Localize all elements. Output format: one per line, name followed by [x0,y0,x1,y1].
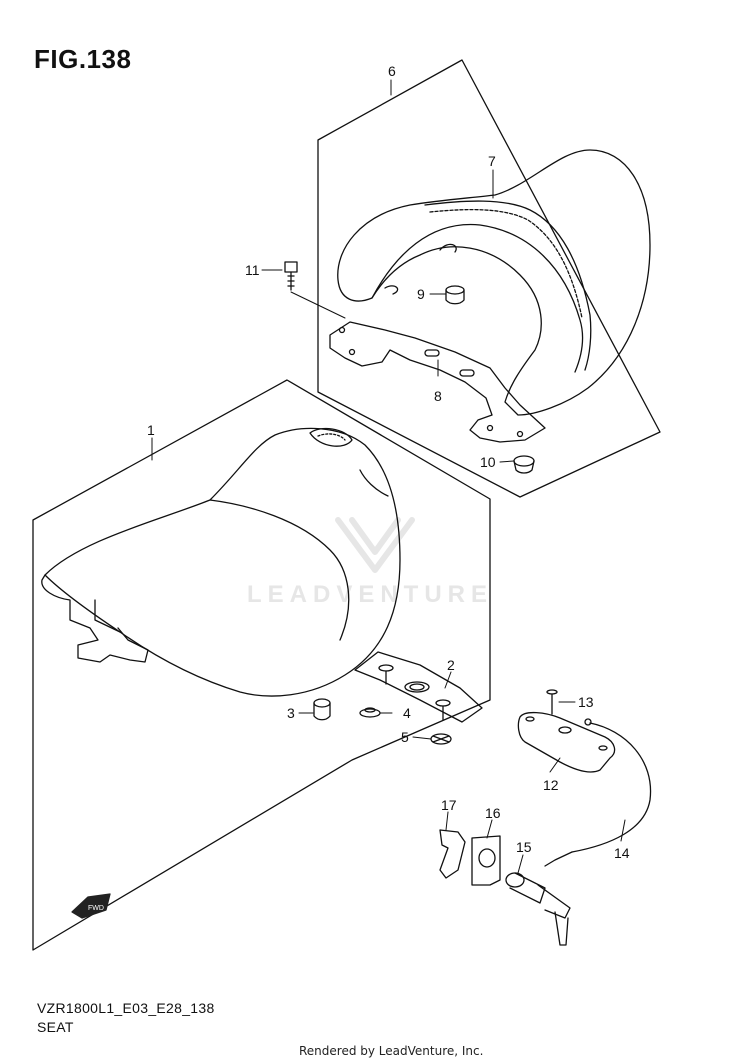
rear-seat-box [317,59,661,498]
front-seat-box [32,379,491,951]
callout-8: 8 [434,388,442,404]
callout-5: 5 [401,729,409,745]
watermark-text: LEADVENTURE [247,581,494,608]
callout-16: 16 [485,805,501,821]
callout-17: 17 [441,797,457,813]
fwd-label: FWD [88,905,104,912]
nut-4 [359,707,381,718]
front-seat [41,427,401,697]
watermark-logo [335,517,415,573]
leader-lines [151,79,626,874]
lock-housing-12 [517,711,616,773]
bolt-11 [284,261,298,291]
callout-14: 14 [614,845,630,861]
callout-6: 6 [388,63,396,79]
rear-seat-bracket [329,321,546,443]
leader-11-path [290,291,346,319]
callout-1: 1 [147,422,155,438]
callout-2: 2 [447,657,455,673]
lock-cable-14 [544,718,652,867]
callout-12: 12 [543,777,559,793]
holder-16 [471,835,501,886]
credit-text: Rendered by LeadVenture, Inc. [299,1044,484,1058]
cushion-3 [313,698,331,721]
clip-17 [439,829,466,879]
seat-bracket-2 [354,651,483,723]
callout-3: 3 [287,705,295,721]
cushion-10 [513,455,535,474]
callout-13: 13 [578,694,594,710]
callout-15: 15 [516,839,532,855]
nut-9 [445,285,465,305]
fwd-arrow: FWD [71,893,111,919]
seat-lock-15 [505,872,571,946]
figure-title: FIG.138 [34,44,132,74]
callout-7: 7 [488,153,496,169]
callout-11: 11 [245,262,260,278]
callout-10: 10 [480,454,496,470]
callout-4: 4 [403,705,411,721]
model-code: VZR1800L1_E03_E28_138 [37,1000,215,1016]
clip-nut-5 [430,733,452,745]
rear-seat [337,149,651,416]
screw-13 [546,689,558,715]
callout-9: 9 [417,286,425,302]
section-name: SEAT [37,1019,74,1035]
